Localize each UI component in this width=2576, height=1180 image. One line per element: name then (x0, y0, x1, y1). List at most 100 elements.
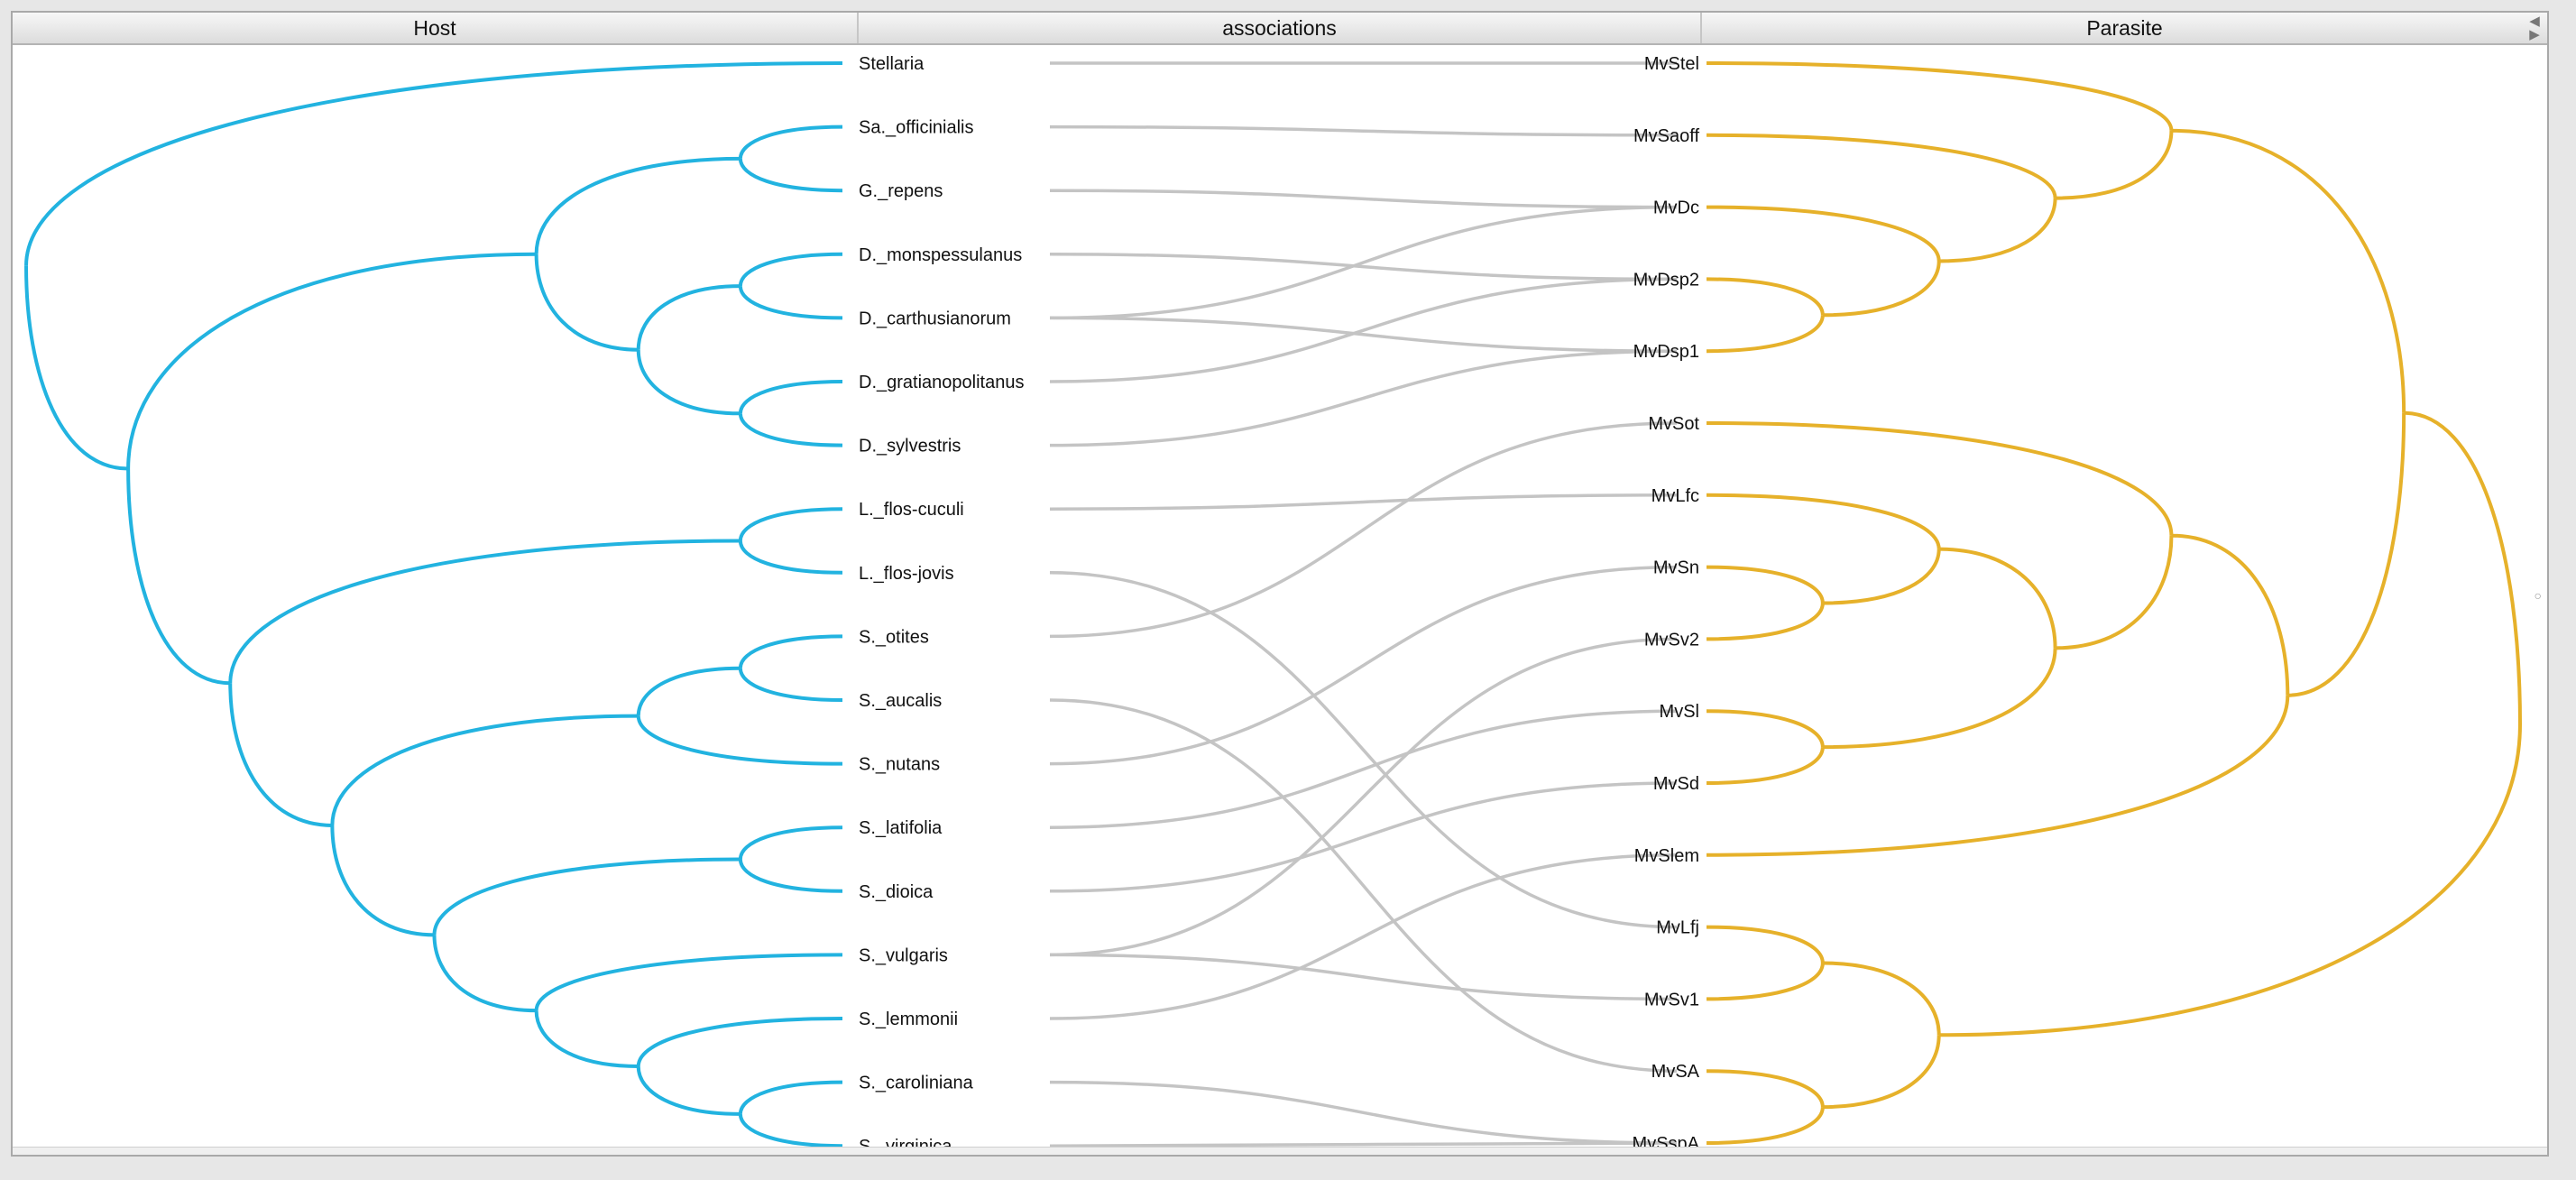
association-s-aucalis-mvsa (1049, 698, 1678, 1073)
association-s-nutans-mvsn (1049, 565, 1678, 766)
association-s-latifolia-mvsl (1049, 709, 1678, 829)
parasite-label-mvdsp2[interactable]: MvDsp2 (1633, 270, 1699, 290)
association-d-monspessulanus-mvdsp2 (1049, 253, 1678, 281)
parasite-tree (1706, 61, 2522, 1145)
host-tree-branch-21 (738, 668, 843, 702)
parasite-tree-branch-19 (1822, 648, 2057, 750)
parasite-tree-branch-4 (1706, 133, 2057, 198)
parasite-tree-branch-15 (1706, 493, 1941, 549)
parasite-label-mvdc[interactable]: MvDc (1653, 198, 1699, 218)
host-tree-branch-14 (228, 539, 741, 684)
parasite-label-mvsa[interactable]: MvSA (1651, 1062, 1700, 1082)
association-s-vulgaris-mvsv2 (1049, 637, 1678, 957)
parasite-tree-branch-29 (1706, 1106, 1825, 1145)
association-s-caroliniana-mvsspa (1049, 1080, 1678, 1145)
parasite-label-mvlfj[interactable]: MvLfj (1656, 918, 1699, 938)
host-tree-branch-33 (738, 1113, 843, 1148)
parasite-label-mvsv2[interactable]: MvSv2 (1644, 630, 1699, 650)
host-tree-branch-24 (432, 857, 741, 936)
horizontal-scrollbar[interactable] (13, 1147, 2547, 1155)
host-label-d-sylvestris[interactable]: D._sylvestris (859, 437, 961, 456)
host-tree-branch-26 (738, 859, 843, 893)
host-label-s-dioica[interactable]: S._dioica (859, 882, 934, 902)
host-label-d-monspessulanus[interactable]: D._monspessulanus (859, 245, 1022, 265)
host-tree-branch-22 (636, 715, 843, 766)
parasite-tree-branch-17 (1706, 565, 1825, 604)
host-label-s-otites[interactable]: S._otites (859, 627, 929, 647)
host-tree-branch-27 (432, 935, 537, 1013)
host-tree-branch-16 (738, 540, 843, 575)
parasite-label-mvslem[interactable]: MvSlem (1634, 846, 1699, 866)
host-label-d-carthusianorum[interactable]: D._carthusianorum (859, 309, 1011, 328)
parasite-tree-branch-3 (2055, 130, 2174, 200)
host-tree-branch-5 (738, 158, 843, 193)
association-s-vulgaris-mvsv1 (1049, 953, 1678, 1001)
parasite-tree-branch-2 (1706, 61, 2174, 132)
association-d-sylvestris-mvdsp1 (1049, 349, 1678, 447)
host-label-d-gratianopolitanus[interactable]: D._gratianopolitanus (859, 373, 1024, 392)
host-tree-branch-7 (636, 284, 741, 350)
parasite-label-mvsd[interactable]: MvSd (1653, 774, 1699, 794)
parasite-label-mvsv1[interactable]: MvSv1 (1644, 990, 1699, 1009)
association-l-flos-jovis-mvlfj (1049, 571, 1678, 929)
parasite-tree-branch-7 (1822, 261, 1941, 318)
host-label-s-caroliniana[interactable]: S._caroliniana (859, 1074, 974, 1093)
host-labels: StellariaSa._officinialisG._repensD._mon… (859, 54, 1024, 1155)
parasite-tree-branch-27 (1822, 1035, 1941, 1110)
host-tree-branch-10 (636, 349, 741, 416)
host-label-g-repens[interactable]: G._repens (859, 181, 943, 201)
parasite-label-mvdsp1[interactable]: MvDsp1 (1633, 342, 1699, 362)
parasite-tree-branch-11 (2171, 533, 2290, 696)
host-tree-branch-9 (738, 285, 843, 320)
parasite-labels: MvStelMvSaoffMvDcMvDsp2MvDsp1MvSotMvLfcM… (1633, 54, 1700, 1154)
host-label-l-flos-cuculi[interactable]: L._flos-cuculi (859, 500, 964, 520)
host-label-s-vulgaris[interactable]: S._vulgaris (859, 945, 948, 965)
parasite-column-header[interactable]: Parasite (2086, 16, 2163, 40)
parasite-label-mvsot[interactable]: MvSot (1648, 414, 1699, 434)
parasite-tree-branch-23 (1938, 724, 2522, 1037)
host-tree-branch-18 (330, 714, 639, 825)
host-tree-branch-8 (738, 252, 843, 287)
association-s-dioica-mvsd (1049, 781, 1678, 893)
host-tree-branch-28 (534, 953, 843, 1011)
scroll-arrows-icon[interactable]: ◀▶ (2529, 14, 2540, 42)
host-label-s-nutans[interactable]: S._nutans (859, 755, 940, 775)
host-label-s-latifolia[interactable]: S._latifolia (859, 818, 943, 838)
parasite-tree-branch-10 (2287, 412, 2406, 697)
parasite-tree-branch-25 (1706, 925, 1825, 963)
host-tree-branch-0 (24, 61, 843, 266)
association-s-otites-mvsot (1049, 421, 1678, 639)
parasite-label-mvstel[interactable]: MvStel (1644, 54, 1699, 74)
host-label-stellaria[interactable]: Stellaria (859, 54, 925, 74)
parasite-label-mvlfc[interactable]: MvLfc (1651, 486, 1699, 506)
host-tree-branch-29 (534, 1010, 639, 1068)
host-tree-branch-31 (636, 1065, 741, 1116)
host-column-header[interactable]: Host (13, 13, 859, 43)
parasite-tree-branch-0 (2404, 410, 2522, 724)
association-s-virginica-mvsspa (1049, 1141, 1678, 1148)
host-label-sa-officinialis[interactable]: Sa._officinialis (859, 118, 973, 138)
host-tree-branch-25 (738, 825, 843, 860)
parasite-label-mvsaoff[interactable]: MvSaoff (1633, 126, 1699, 146)
associations-column-header[interactable]: associations (859, 13, 1702, 43)
parasite-tree-branch-6 (1706, 205, 1941, 262)
column-header-bar: Host associations Parasite (13, 13, 2547, 45)
parasite-tree-branch-12 (1706, 421, 2174, 536)
association-d-carthusianorum-mvdc (1049, 205, 1678, 320)
host-label-s-aucalis[interactable]: S._aucalis (859, 691, 942, 711)
host-tree-branch-19 (636, 666, 741, 716)
host-tree-branch-6 (534, 254, 639, 352)
resize-handle-icon[interactable]: ○ (2534, 588, 2542, 603)
parasite-label-mvsl[interactable]: MvSl (1660, 702, 1699, 722)
host-tree-branch-12 (738, 413, 843, 447)
parasite-tree-branch-21 (1706, 746, 1825, 785)
parasite-tree-branch-20 (1706, 709, 1825, 748)
tanglegram-diagram: StellariaSa._officinialisG._repensD._mon… (24, 54, 2522, 1155)
host-tree-branch-30 (636, 1017, 843, 1067)
parasite-label-mvsn[interactable]: MvSn (1653, 558, 1699, 578)
host-label-l-flos-jovis[interactable]: L._flos-jovis (859, 564, 954, 584)
parasite-tree-branch-26 (1706, 963, 1825, 1001)
host-label-s-lemmonii[interactable]: S._lemmonii (859, 1009, 958, 1029)
host-tree-branch-1 (24, 265, 129, 471)
association-d-gratianopolitanus-mvdsp2 (1049, 277, 1678, 383)
